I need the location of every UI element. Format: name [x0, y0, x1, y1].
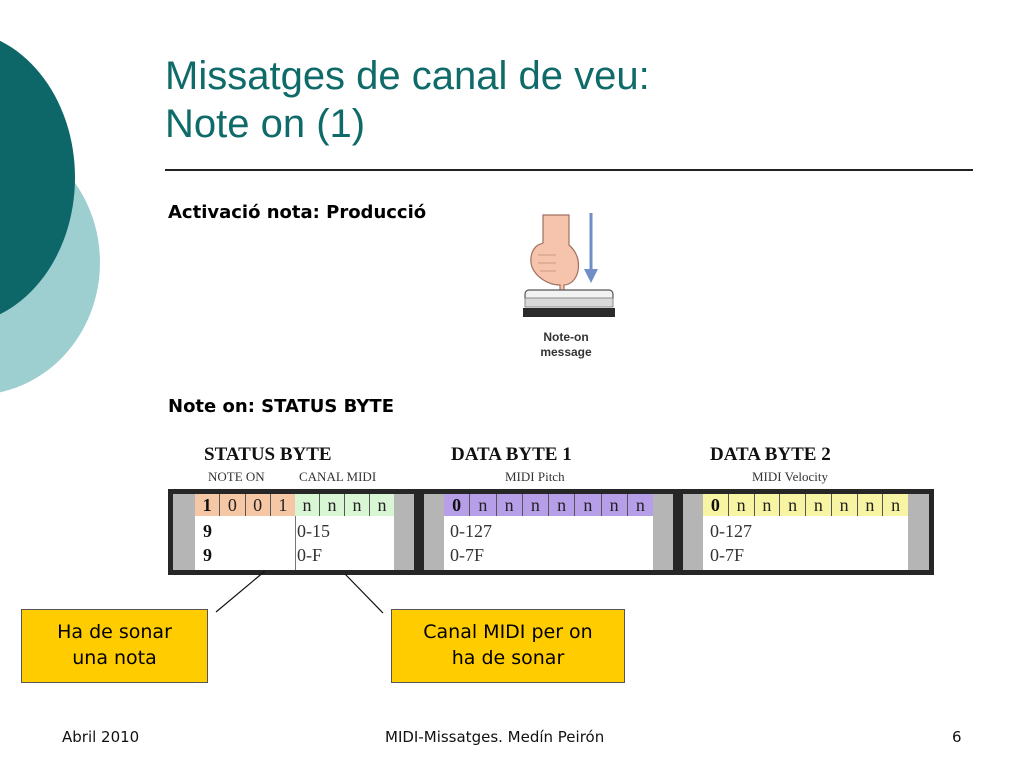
note-on-label: NOTE ON [208, 469, 265, 484]
status-hex-range: 0-F [297, 545, 323, 565]
data1-dec-range: 0-127 [450, 521, 492, 541]
data1-bits: 0 n n n n n n n [444, 494, 653, 516]
callout-note-on-line1: Ha de sonar [57, 621, 172, 643]
callout-midi-channel-line2: ha de sonar [451, 647, 565, 669]
bit-cell: 0 [703, 494, 729, 516]
data2-right-spacer [908, 494, 929, 570]
data1-right-spacer [653, 494, 673, 570]
bit-cell: n [470, 494, 497, 516]
note-on-caption: Note-on message [520, 330, 612, 360]
bit-cell: n [295, 494, 320, 516]
bit-cell: 1 [270, 494, 295, 516]
data2-bits: 0 n n n n n n n [703, 494, 908, 516]
callout-note-on: Ha de sonar una nota [21, 609, 208, 683]
bit-cell: n [627, 494, 653, 516]
bit-cell: n [549, 494, 576, 516]
bit-cell: n [575, 494, 602, 516]
slide-title: Missatges de canal de veu: Note on (1) [165, 52, 650, 148]
bit-cell: n [320, 494, 345, 516]
callout-midi-channel: Canal MIDI per on ha de sonar [391, 609, 625, 683]
bit-cell: n [754, 494, 781, 516]
bit-cell: 0 [245, 494, 271, 516]
status-high-nibble: 1 0 0 1 [195, 494, 295, 516]
bit-cell: n [806, 494, 832, 516]
data-byte-1-header: DATA BYTE 1 [451, 444, 572, 465]
leader-line-right [344, 573, 384, 614]
bit-cell: n [522, 494, 549, 516]
bit-cell: 0 [444, 494, 471, 516]
footer-title: MIDI-Missatges. Medín Peirón [385, 728, 605, 746]
piano-key-icon [523, 289, 615, 317]
status-dec-range: 0-15 [297, 521, 330, 541]
note-on-caption-line1: Note-on [543, 330, 589, 344]
status-hex-dec-left: 9 [203, 521, 212, 541]
page-number: 6 [952, 728, 962, 746]
canal-midi-label: CANAL MIDI [299, 469, 377, 484]
subtitle-activation: Activació nota: Producció [168, 202, 427, 223]
bit-cell: n [345, 494, 370, 516]
data1-hex-range: 0-7F [450, 545, 485, 565]
footer-date: Abril 2010 [62, 728, 140, 746]
bit-cell: n [780, 494, 806, 516]
bit-cell: n [370, 494, 394, 516]
status-left-spacer [173, 494, 195, 570]
status-byte-header: STATUS BYTE [204, 444, 332, 465]
status-right-spacer [394, 494, 414, 570]
slide-title-line2: Note on (1) [165, 102, 366, 146]
status-hex-left: 9 [203, 545, 212, 565]
data2-dec-range: 0-127 [710, 521, 752, 541]
bit-cell: n [857, 494, 884, 516]
status-nibble-divider [295, 516, 296, 570]
data-byte-2-header: DATA BYTE 2 [710, 444, 831, 465]
data1-left-spacer [424, 494, 444, 570]
bit-cell: 1 [195, 494, 221, 516]
decorative-circles [0, 0, 130, 420]
slide-title-line1: Missatges de canal de veu: [165, 54, 650, 98]
leader-line-left [215, 570, 266, 613]
subtitle-status-byte: Note on: STATUS BYTE [168, 396, 395, 417]
bit-cell: n [601, 494, 628, 516]
data2-left-spacer [683, 494, 703, 570]
midi-pitch-label: MIDI Pitch [505, 469, 565, 484]
midi-velocity-label: MIDI Velocity [752, 469, 828, 484]
bit-cell: n [831, 494, 858, 516]
callout-midi-channel-line1: Canal MIDI per on [423, 621, 593, 643]
bit-cell: 0 [220, 494, 246, 516]
bit-cell: n [883, 494, 908, 516]
bit-cell: n [496, 494, 523, 516]
title-divider [165, 169, 973, 171]
status-low-nibble: n n n n [295, 494, 394, 516]
data2-hex-range: 0-7F [710, 545, 745, 565]
callout-note-on-line2: una nota [72, 647, 157, 669]
bit-cell: n [728, 494, 755, 516]
note-on-illustration [523, 213, 615, 317]
note-on-caption-line2: message [540, 345, 592, 359]
down-arrow-icon [584, 213, 598, 283]
